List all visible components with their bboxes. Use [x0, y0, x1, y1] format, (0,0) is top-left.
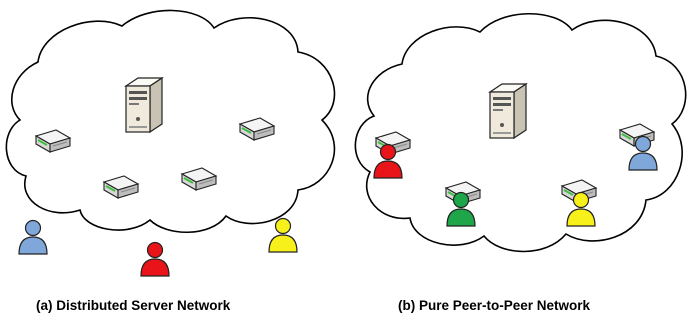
panel-b [354, 13, 687, 253]
cloud-outline [5, 9, 336, 234]
server-icon [125, 77, 163, 133]
user-icon [18, 219, 48, 255]
server-icon [489, 83, 527, 139]
user-icon [268, 217, 298, 253]
caption-pure-peer-to-peer-network: (b) Pure Peer-to-Peer Network [398, 298, 591, 313]
panel-a [5, 9, 336, 277]
caption-distributed-server-network: (a) Distributed Server Network [36, 298, 231, 313]
user-icon [140, 241, 170, 277]
